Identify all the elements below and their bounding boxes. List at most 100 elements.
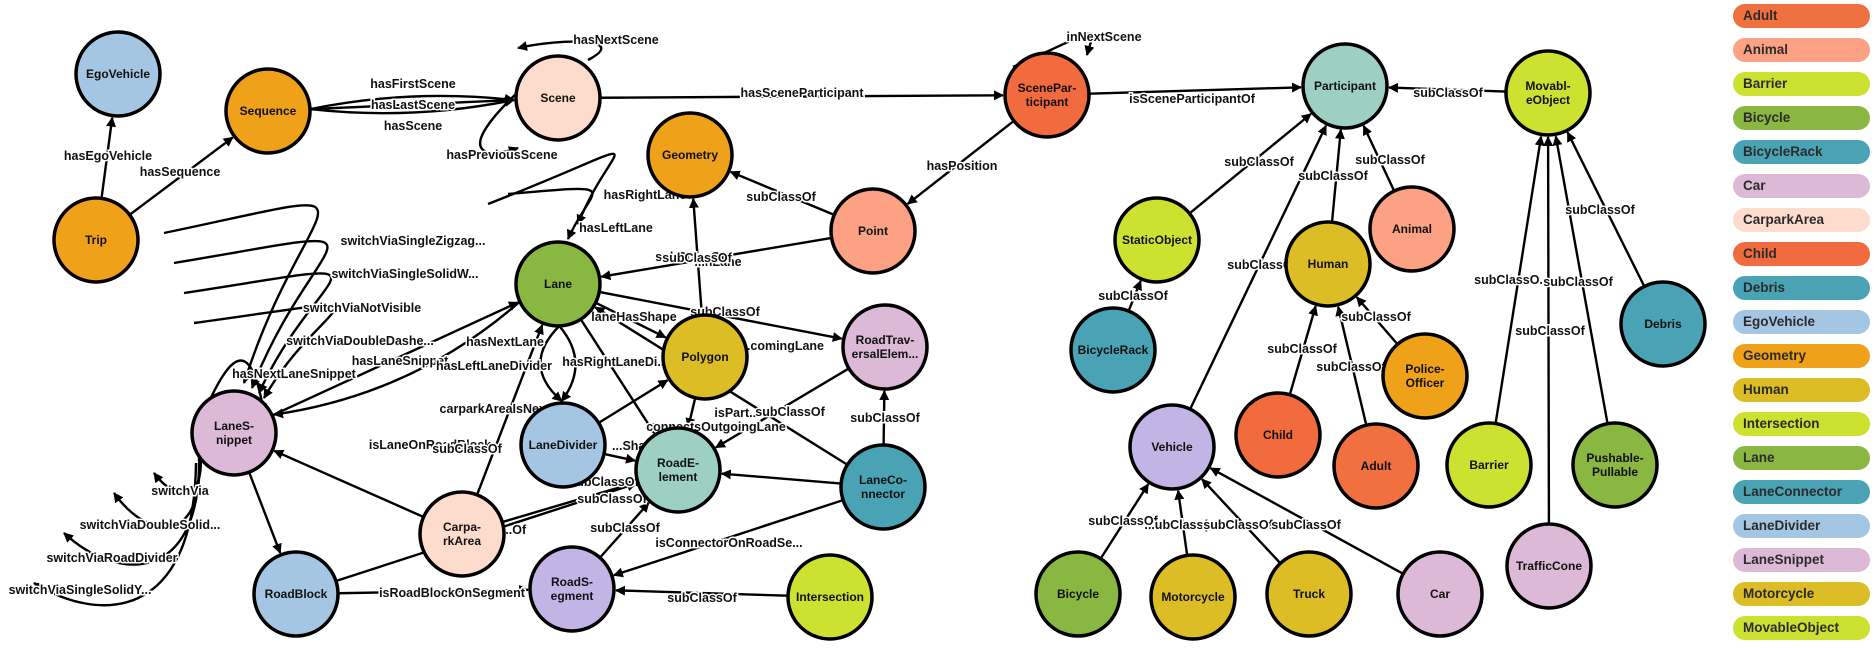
node-pushablepullable[interactable]: Pushable-Pullable (1571, 421, 1659, 509)
node-sceneparticipant[interactable]: ScenePar-ticipant (1003, 51, 1091, 139)
node-circle-sceneparticipant[interactable] (1003, 51, 1091, 139)
node-policeofficer[interactable]: Police-Officer (1381, 332, 1469, 420)
node-barrier[interactable]: Barrier (1445, 421, 1533, 509)
node-roadsegment[interactable]: RoadS-egment (528, 545, 616, 633)
node-roadtraversalelement[interactable]: RoadTrav-ersalElem... (841, 303, 929, 391)
legend-item-intersection[interactable]: Intersection (1733, 412, 1870, 436)
node-circle-point[interactable] (829, 187, 917, 275)
node-circle-lane[interactable] (514, 240, 602, 328)
node-egovehicle[interactable]: EgoVehicle (74, 30, 162, 118)
node-circle-animal[interactable] (1368, 185, 1456, 273)
node-circle-scene[interactable] (514, 54, 602, 142)
node-animal[interactable]: Animal (1368, 185, 1456, 273)
node-circle-roadtraversalelement[interactable] (841, 303, 929, 391)
legend-item-animal[interactable]: Animal (1733, 38, 1870, 62)
node-lanedivider[interactable]: LaneDivider (519, 401, 607, 489)
node-circle-barrier[interactable] (1445, 421, 1533, 509)
node-circle-bicycle[interactable] (1034, 550, 1122, 638)
legend-item-adult[interactable]: Adult (1733, 4, 1870, 28)
node-participant[interactable]: Participant (1301, 42, 1389, 130)
node-lane[interactable]: Lane (514, 240, 602, 328)
node-circle-carparkarea[interactable] (418, 490, 506, 578)
node-circle-human[interactable] (1284, 220, 1372, 308)
legend-item-movableobject[interactable]: MovableObject (1733, 616, 1870, 640)
node-circle-truck[interactable] (1265, 550, 1353, 638)
node-car[interactable]: Car (1396, 550, 1484, 638)
node-circle-intersection[interactable] (786, 553, 874, 641)
legend-item-child[interactable]: Child (1733, 242, 1870, 266)
node-intersection[interactable]: Intersection (786, 553, 874, 641)
legend-item-geometry[interactable]: Geometry (1733, 344, 1870, 368)
legend-item-human[interactable]: Human (1733, 378, 1870, 402)
legend-label: Intersection (1743, 416, 1820, 431)
node-label-roadtraversalelement: ersalElem... (852, 347, 919, 361)
node-circle-child[interactable] (1234, 391, 1322, 479)
node-geometry[interactable]: Geometry (646, 111, 734, 199)
node-circle-sequence[interactable] (224, 67, 312, 155)
legend-item-barrier[interactable]: Barrier (1733, 72, 1870, 96)
node-circle-roadblock[interactable] (252, 550, 340, 638)
legend-label: Geometry (1743, 348, 1807, 363)
node-movableobject[interactable]: Movabl-eObject (1504, 49, 1592, 137)
node-roadblock[interactable]: RoadBlock (252, 550, 340, 638)
node-circle-trafficcone[interactable] (1505, 522, 1593, 610)
node-circle-roadelement[interactable] (634, 426, 722, 514)
node-circle-staticobject[interactable] (1113, 196, 1201, 284)
node-point[interactable]: Point (829, 187, 917, 275)
node-circle-laneconnector[interactable] (839, 443, 927, 531)
legend-item-lane[interactable]: Lane (1733, 446, 1870, 470)
node-carparkarea[interactable]: Carpa-rkArea (418, 490, 506, 578)
node-circle-egovehicle[interactable] (74, 30, 162, 118)
node-circle-polygon[interactable] (661, 313, 749, 401)
node-label-barrier: Barrier (1469, 458, 1509, 472)
node-child[interactable]: Child (1234, 391, 1322, 479)
legend-item-motorcycle[interactable]: Motorcycle (1733, 582, 1870, 606)
node-circle-trip[interactable] (52, 196, 140, 284)
node-sequence[interactable]: Sequence (224, 67, 312, 155)
node-scene[interactable]: Scene (514, 54, 602, 142)
node-laneconnector[interactable]: LaneCo-nnector (839, 443, 927, 531)
node-circle-lanesnippet[interactable] (190, 389, 278, 477)
legend-item-car[interactable]: Car (1733, 174, 1870, 198)
node-label-scene: Scene (540, 91, 576, 105)
node-circle-geometry[interactable] (646, 111, 734, 199)
edge-pushablepullable-to-movableobject-62 (1552, 135, 1609, 424)
legend-label: LaneDivider (1743, 518, 1821, 533)
node-label-lane: Lane (544, 277, 572, 291)
node-circle-lanedivider[interactable] (519, 401, 607, 489)
legend-item-bicycle[interactable]: Bicycle (1733, 106, 1870, 130)
node-debris[interactable]: Debris (1619, 280, 1707, 368)
node-circle-motorcycle[interactable] (1149, 553, 1237, 641)
legend-item-egovehicle[interactable]: EgoVehicle (1733, 310, 1870, 334)
node-staticobject[interactable]: StaticObject (1113, 196, 1201, 284)
node-truck[interactable]: Truck (1265, 550, 1353, 638)
node-lanesnippet[interactable]: LaneS-nippet (190, 389, 278, 477)
node-bicycle[interactable]: Bicycle (1034, 550, 1122, 638)
node-circle-debris[interactable] (1619, 280, 1707, 368)
node-trip[interactable]: Trip (52, 196, 140, 284)
node-bicyclerack[interactable]: BicycleRack (1069, 306, 1157, 394)
node-roadelement[interactable]: RoadE-lement (634, 426, 722, 514)
node-vehicle[interactable]: Vehicle (1128, 403, 1216, 491)
legend-item-lanesnippet[interactable]: LaneSnippet (1733, 548, 1870, 572)
node-circle-policeofficer[interactable] (1381, 332, 1469, 420)
node-label-bicyclerack: BicycleRack (1078, 343, 1149, 357)
node-circle-vehicle[interactable] (1128, 403, 1216, 491)
node-human[interactable]: Human (1284, 220, 1372, 308)
legend-item-bicyclerack[interactable]: BicycleRack (1733, 140, 1870, 164)
legend-item-laneconnector[interactable]: LaneConnector (1733, 480, 1870, 504)
node-circle-participant[interactable] (1301, 42, 1389, 130)
legend-item-lanedivider[interactable]: LaneDivider (1733, 514, 1870, 538)
node-polygon[interactable]: Polygon (661, 313, 749, 401)
node-circle-movableobject[interactable] (1504, 49, 1592, 137)
legend-item-carparkarea[interactable]: CarparkArea (1733, 208, 1870, 232)
node-trafficcone[interactable]: TrafficCone (1505, 522, 1593, 610)
node-motorcycle[interactable]: Motorcycle (1149, 553, 1237, 641)
node-circle-pushablepullable[interactable] (1571, 421, 1659, 509)
node-adult[interactable]: Adult (1332, 422, 1420, 510)
node-circle-roadsegment[interactable] (528, 545, 616, 633)
node-circle-adult[interactable] (1332, 422, 1420, 510)
node-circle-car[interactable] (1396, 550, 1484, 638)
node-circle-bicyclerack[interactable] (1069, 306, 1157, 394)
legend-item-debris[interactable]: Debris (1733, 276, 1870, 300)
